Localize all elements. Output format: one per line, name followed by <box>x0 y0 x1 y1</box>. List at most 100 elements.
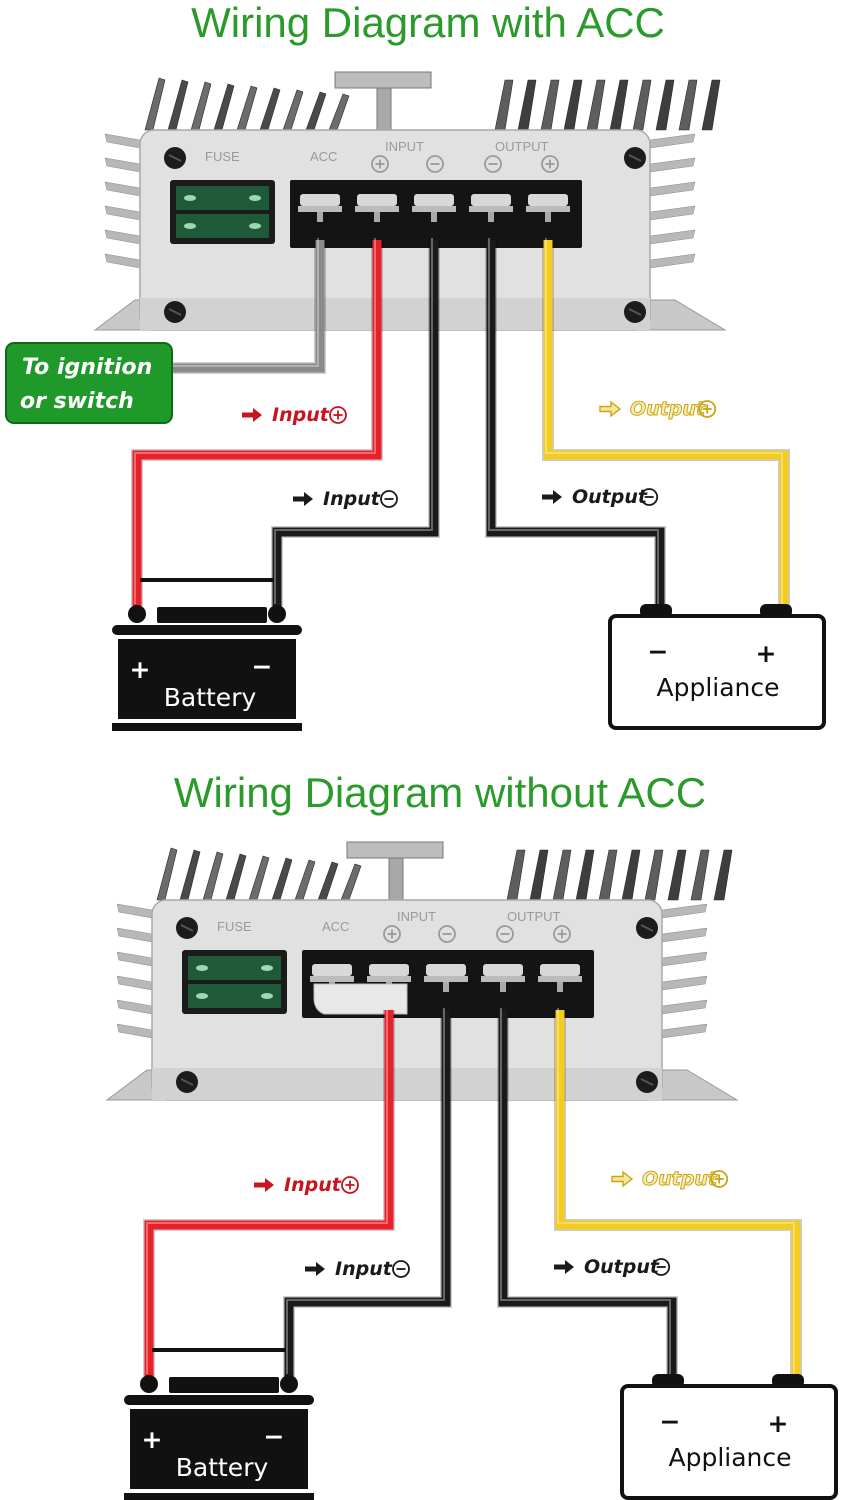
fin <box>575 849 595 901</box>
screw-slot <box>168 154 182 162</box>
battery-minus-icon: − <box>264 1422 285 1451</box>
fuse-contact <box>184 195 196 201</box>
terminal-screw-icon <box>426 964 466 976</box>
wires <box>128 238 790 623</box>
input-negative-wire-highlight <box>286 1008 445 1374</box>
terminal-post <box>317 212 323 222</box>
terminal-screw-icon <box>540 964 580 976</box>
input-positive-wire <box>132 240 382 606</box>
fin <box>271 857 293 901</box>
output-label: OUTPUT <box>495 139 549 154</box>
terminal-polarity-2-icon-circle <box>484 155 502 173</box>
fin <box>632 79 652 131</box>
battery: +−Battery <box>112 607 302 731</box>
appliance-box <box>620 1384 838 1500</box>
input-negative-wire <box>284 1010 451 1376</box>
appliance-minus-icon: − <box>648 637 669 666</box>
mount-bracket-top <box>334 71 432 89</box>
fin <box>586 79 606 131</box>
screw-slot <box>640 1078 654 1086</box>
side-fin-left <box>104 229 141 245</box>
fin <box>690 849 710 901</box>
terminal-post <box>500 982 506 992</box>
acc-wire <box>172 240 325 373</box>
appliance-label: Appliance <box>656 673 779 702</box>
fin <box>529 849 549 901</box>
acc-wire-highlight <box>170 238 319 367</box>
fin <box>701 79 721 131</box>
appliance: −+Appliance <box>620 1374 838 1500</box>
input-negative-label-sign-icon-circle <box>380 490 398 508</box>
input-negative-label-text: Input <box>323 488 381 510</box>
side-fin-left <box>116 999 153 1015</box>
side-fin-left <box>104 133 141 149</box>
fin <box>156 847 178 901</box>
fin <box>552 849 572 901</box>
fin <box>202 851 224 901</box>
terminal-polarity-3-icon-circle <box>541 155 559 173</box>
appliance-label: Appliance <box>668 1443 791 1472</box>
fuse-contact <box>184 223 196 229</box>
battery-body <box>118 639 296 719</box>
side-fin-right <box>649 157 696 173</box>
fin <box>667 849 687 901</box>
input-positive-label-text: Input <box>284 1174 342 1196</box>
battery-neg-terminal <box>268 605 286 623</box>
acc-label: ACC <box>322 919 349 934</box>
battery-top-bar <box>169 1377 279 1393</box>
input-negative-label-text: Input <box>335 1258 393 1280</box>
fin <box>621 849 641 901</box>
output-positive-wire <box>543 240 789 606</box>
fin <box>248 855 270 901</box>
fin <box>678 79 698 131</box>
terminal-post <box>557 982 563 992</box>
input-positive-label-sign-icon-circle <box>341 1176 359 1194</box>
terminal-screw-icon <box>369 964 409 976</box>
ignition-label-line1: To ignition <box>22 355 152 380</box>
output-negative-wire <box>486 240 665 606</box>
appliance-plus-icon: + <box>768 1409 789 1438</box>
battery-base <box>124 1493 314 1500</box>
side-fin-right <box>661 975 708 991</box>
screw-slot <box>640 924 654 932</box>
diagram-title: Wiring Diagram without ACC <box>174 769 706 816</box>
fin <box>190 81 212 131</box>
input-positive-label-sign-icon-circle <box>329 406 347 424</box>
fin <box>305 91 327 131</box>
output-positive-label-arrow-icon <box>599 400 622 418</box>
terminal-screw-icon <box>414 194 454 206</box>
fin <box>225 853 247 901</box>
output-negative-label-sign-icon-circle <box>640 488 659 506</box>
screw-slot <box>168 308 182 316</box>
side-fin-right <box>649 181 696 197</box>
terminal-clamp <box>469 206 513 212</box>
battery-pos-terminal <box>140 1375 158 1393</box>
screw-slot <box>628 154 642 162</box>
terminal-screw-icon <box>300 194 340 206</box>
terminal-screw-icon <box>483 964 523 976</box>
output-positive-label-text: Output <box>630 398 706 420</box>
mount-bracket-stem <box>376 87 392 131</box>
terminal-polarity-0-icon-circle <box>371 155 389 173</box>
fuse-contact <box>196 993 208 999</box>
diagram-title: Wiring Diagram with ACC <box>191 0 665 46</box>
terminal-polarity-1-icon-circle <box>438 925 456 943</box>
fuse-contact <box>249 195 261 201</box>
terminal-post <box>374 212 380 222</box>
side-fin-left <box>116 927 153 943</box>
input-label: INPUT <box>385 139 424 154</box>
fin <box>282 89 304 131</box>
side-fin-left <box>104 157 141 173</box>
output-positive-wire-highlight <box>557 1008 795 1374</box>
input-positive-wire-highlight <box>134 238 376 604</box>
output-negative-label-text: Output <box>584 1256 660 1278</box>
fin <box>609 79 629 131</box>
battery-strap <box>152 1348 286 1352</box>
input-negative-label-arrow-icon <box>293 492 313 506</box>
output-positive-label-sign-icon-circle <box>698 400 717 418</box>
appliance-terminal-pos <box>760 604 792 618</box>
input-positive-wire-highlight <box>146 1008 388 1374</box>
fin <box>236 85 258 131</box>
terminal-polarity-0-icon-circle <box>383 925 401 943</box>
